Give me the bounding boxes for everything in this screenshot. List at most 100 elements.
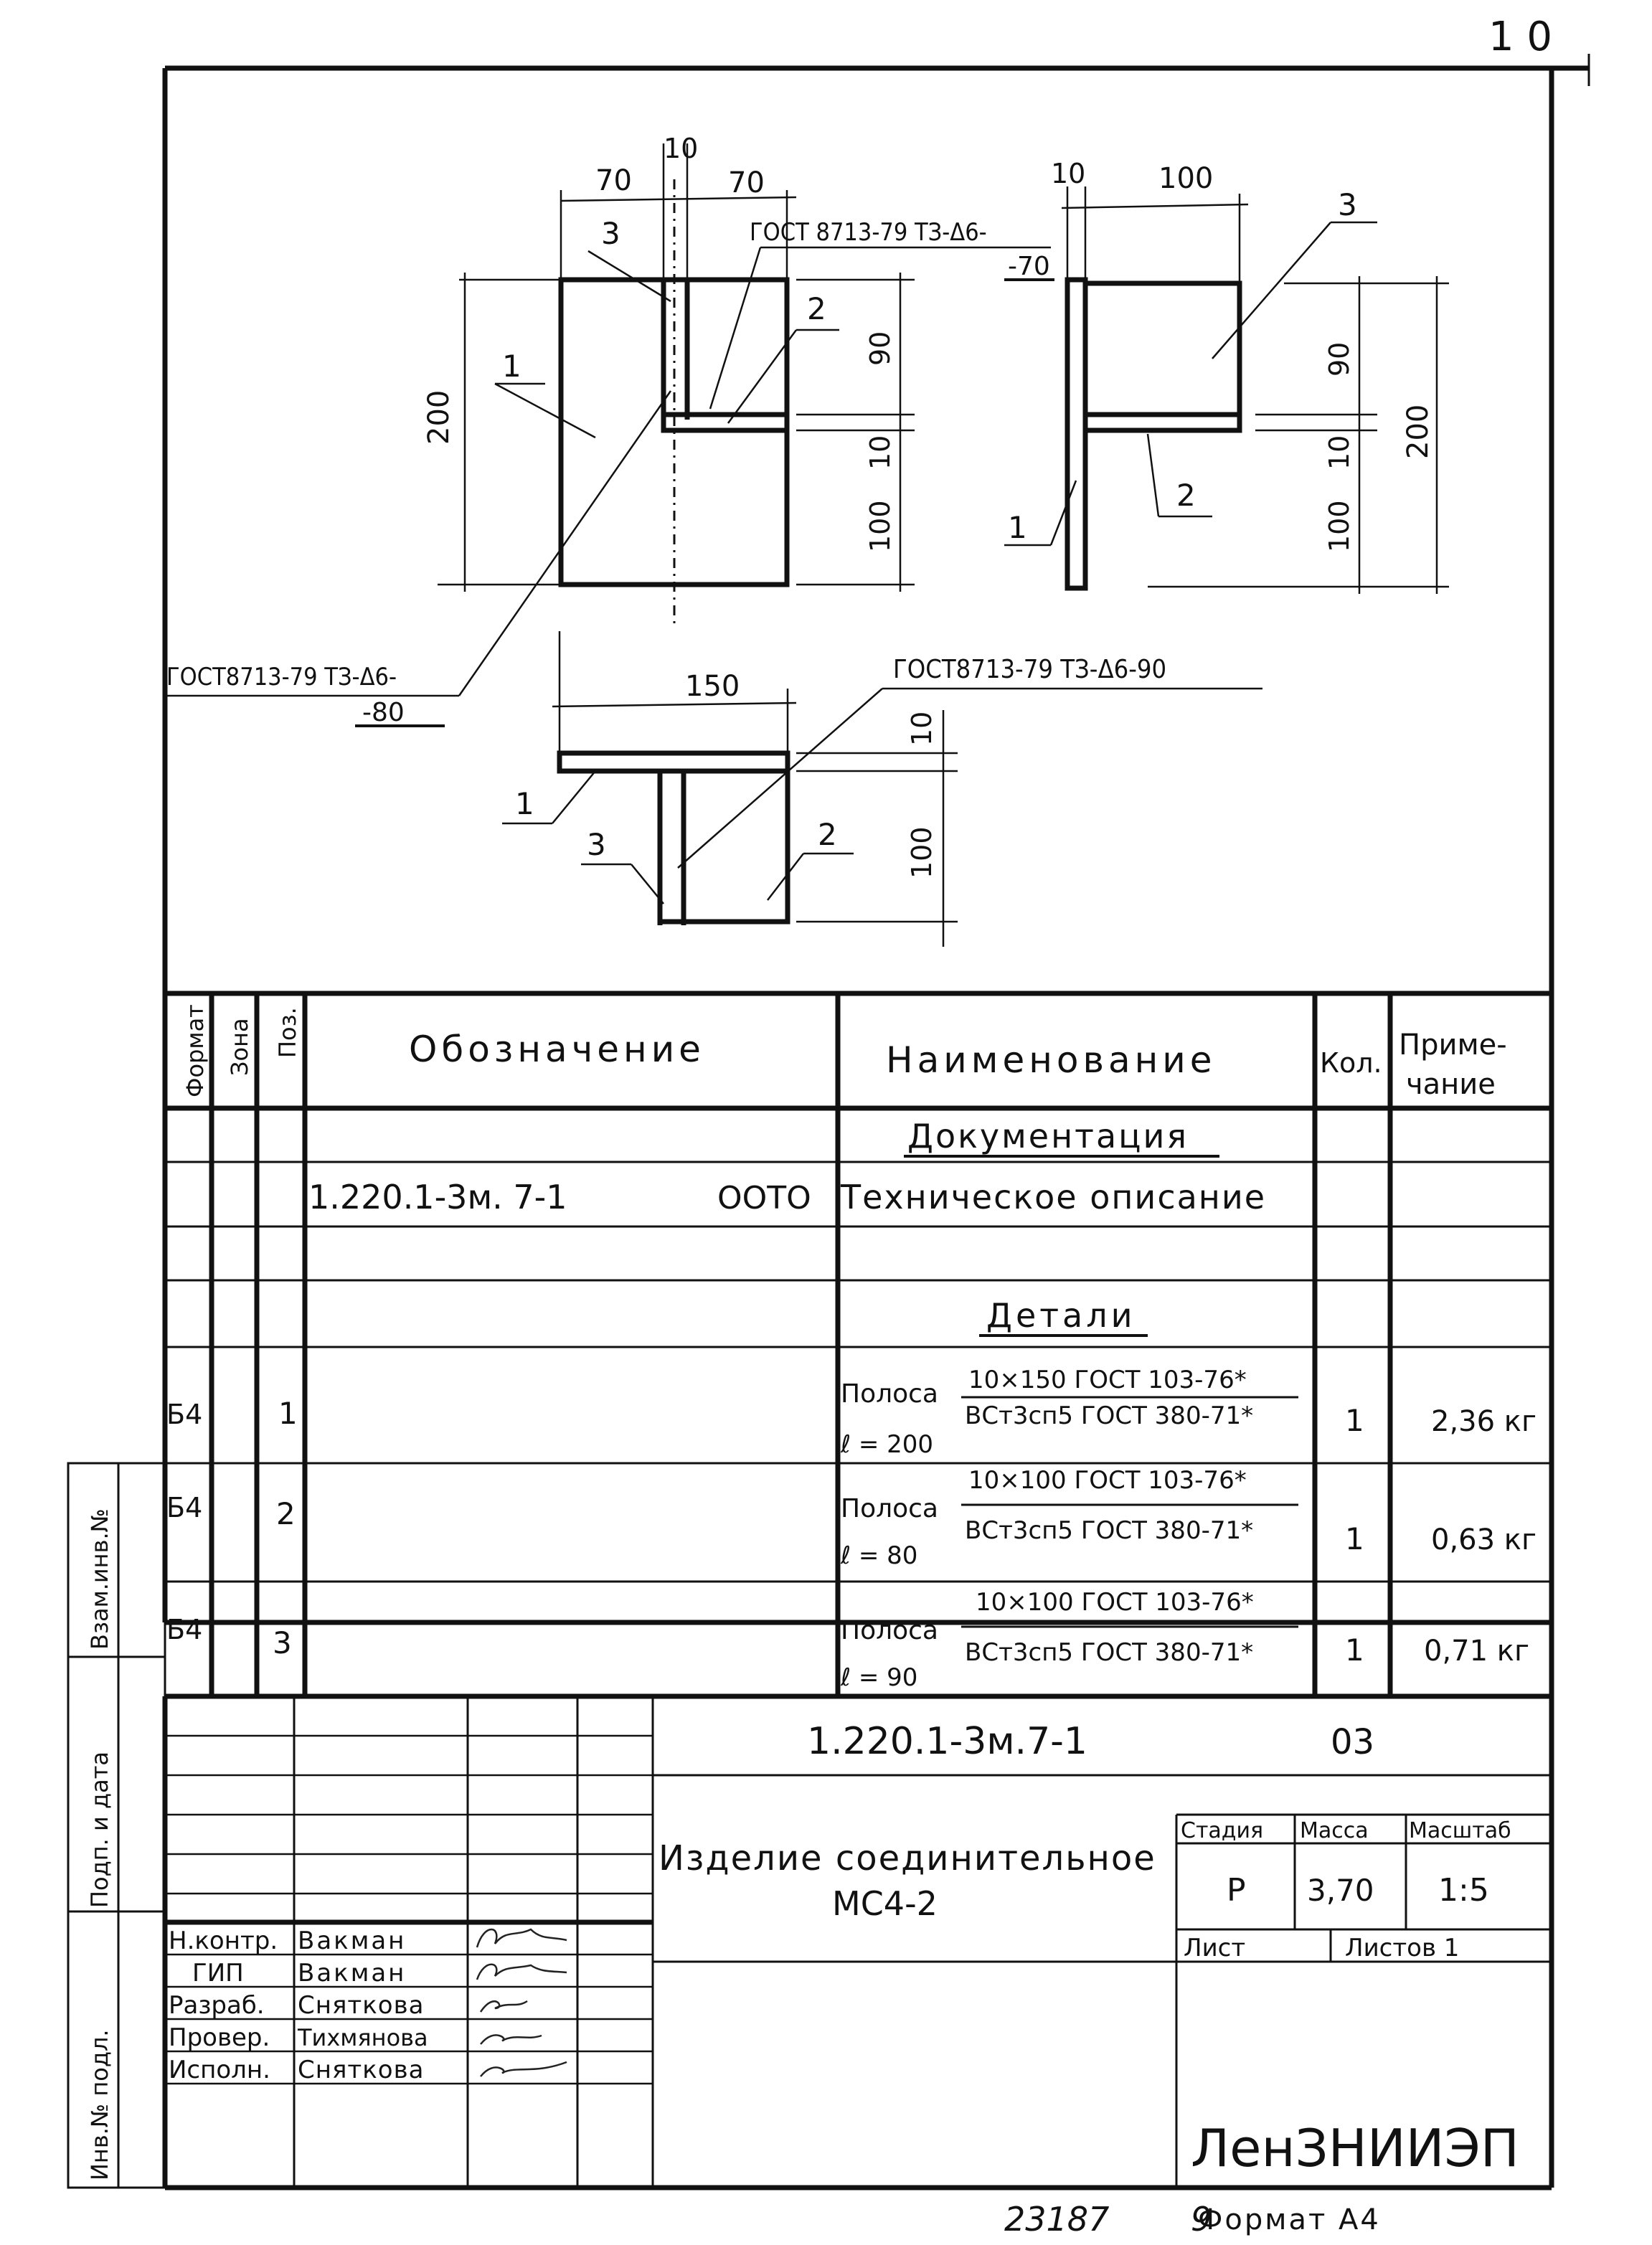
- mass-value: 3,70: [1307, 1873, 1374, 1908]
- row1-pos: 1: [278, 1396, 298, 1431]
- plan-pos-3: 3: [587, 827, 606, 862]
- sig-role-5: Исполн.: [169, 2056, 270, 2084]
- spec-table: Формат Зона Поз. Обозначение Наименовани…: [165, 991, 1552, 1699]
- row3-spec-top: 10×100 ГОСТ 103-76*: [976, 1588, 1254, 1617]
- plan-weld-note: ГОСТ8713-79 ТЗ-Δ6-90: [893, 655, 1166, 684]
- hdr-name: Наименование: [886, 1039, 1217, 1081]
- stamp-podp-data: Подп. и дата: [86, 1752, 113, 1908]
- title-sheet-code: 03: [1331, 1722, 1374, 1762]
- side-stamp: Инв.№ подл. Подп. и дата Взам.инв.№: [67, 1462, 166, 2189]
- row1-format: Б4: [166, 1399, 202, 1430]
- corner-fragment: 1 0: [1488, 14, 1552, 60]
- stamp-vzam-inv: Взам.инв.№: [86, 1508, 113, 1650]
- section-details: Детали: [986, 1296, 1136, 1335]
- section-documentation: Документация: [907, 1117, 1189, 1155]
- title-item-2: МС4-2: [832, 1884, 938, 1923]
- plan-dim-150: 150: [685, 670, 740, 703]
- page-number: 9: [1191, 2200, 1212, 2239]
- plan-view: 150 10 100 ГОСТ8713-79 ТЗ-Δ6-90 1 2 3: [502, 631, 1262, 947]
- row2-note: 0,63 кг: [1431, 1523, 1537, 1556]
- row3-qty: 1: [1345, 1632, 1364, 1668]
- plan-dim-10: 10: [906, 712, 938, 746]
- stamp-inv-podl: Инв.№ подл.: [86, 2029, 113, 2180]
- hdr-format: Формат: [181, 1004, 209, 1097]
- dim-height-200: 200: [423, 390, 456, 445]
- doc-name: Техническое описание: [840, 1178, 1266, 1216]
- weld-note-left-2: -80: [362, 698, 405, 727]
- row3-pos: 3: [273, 1625, 292, 1660]
- front-view: 70 10 70 200 90 10 100 1 2 3 ГОСТ 8713-7…: [165, 133, 1054, 727]
- side-plate-3: [1082, 280, 1242, 417]
- row2-spec-bottom: ВСт3сп5 ГОСТ 380-71*: [965, 1516, 1253, 1545]
- dim-right-100: 100: [864, 500, 896, 552]
- plan-pos-1: 1: [515, 786, 534, 821]
- side-pos-2: 2: [1176, 478, 1196, 513]
- row2-length: ℓ = 80: [840, 1541, 917, 1570]
- title-item-1: Изделие соединительное: [659, 1838, 1156, 1878]
- side-plate-1: [1065, 277, 1088, 591]
- plan-dim-100: 100: [906, 826, 938, 879]
- front-plate-2: [661, 412, 790, 433]
- sheets-label: Листов 1: [1345, 1934, 1459, 1962]
- dim-right-10: 10: [864, 435, 896, 470]
- side-dim-10: 10: [1051, 158, 1085, 189]
- hdr-qty: Кол.: [1320, 1047, 1382, 1079]
- mass-label: Масса: [1300, 1818, 1369, 1843]
- sig-role-2: ГИП: [192, 1959, 244, 1988]
- sig-name-1: Вакман: [298, 1927, 406, 1955]
- format-label: Формат А4: [1198, 2203, 1381, 2236]
- weld-note-left: ГОСТ8713-79 ТЗ-Δ6-: [166, 663, 397, 691]
- side-dim-100: 100: [1158, 162, 1213, 195]
- row3-spec-bottom: ВСт3сп5 ГОСТ 380-71*: [965, 1638, 1253, 1667]
- row1-name: Полоса: [841, 1379, 938, 1409]
- front-pos-2: 2: [807, 291, 826, 326]
- sig-role-1: Н.контр.: [169, 1927, 278, 1955]
- organization-name: ЛенЗНИИЭП: [1191, 2118, 1519, 2178]
- dim-top-right: 70: [728, 166, 765, 199]
- stage-value: Р: [1227, 1872, 1246, 1909]
- side-dim-90: 90: [1323, 342, 1355, 377]
- sheet-label: Лист: [1184, 1934, 1245, 1962]
- weld-note-top-2: -70: [1008, 252, 1050, 281]
- row3-note: 0,71 кг: [1424, 1635, 1529, 1668]
- archive-number: 23187: [1004, 2200, 1109, 2239]
- title-doc-code: 1.220.1-3м.7-1: [807, 1720, 1087, 1763]
- row1-length: ℓ = 200: [840, 1430, 933, 1459]
- side-dim-100b: 100: [1323, 500, 1355, 552]
- row3-format: Б4: [166, 1614, 202, 1645]
- side-pos-1: 1: [1008, 510, 1027, 545]
- side-dim-200: 200: [1402, 405, 1435, 459]
- front-pos-3: 3: [601, 216, 620, 251]
- sheet-frame: [162, 65, 1589, 1625]
- sig-name-5: Сняткова: [298, 2056, 424, 2084]
- front-pos-1: 1: [502, 349, 521, 384]
- stage-label: Стадия: [1181, 1818, 1263, 1843]
- plan-plate-1: [557, 750, 790, 774]
- row1-note: 2,36 кг: [1431, 1405, 1537, 1438]
- hdr-zone: Зона: [226, 1018, 253, 1076]
- row3-name: Полоса: [841, 1616, 938, 1645]
- side-dim-10b: 10: [1323, 435, 1355, 470]
- sig-name-2: Вакман: [298, 1959, 406, 1988]
- row2-name: Полоса: [841, 1494, 938, 1523]
- dim-right-90: 90: [864, 331, 896, 366]
- doc-code: ООТО: [717, 1180, 811, 1216]
- dim-top-left: 70: [595, 164, 632, 197]
- sig-name-4: Тихмянова: [297, 2024, 428, 2051]
- sig-role-3: Разраб.: [169, 1991, 265, 2020]
- spec-row-2: Б4 2 Полоса ℓ = 80 10×100 ГОСТ 103-76* В…: [166, 1466, 1537, 1570]
- row2-format: Б4: [166, 1492, 202, 1523]
- row1-qty: 1: [1345, 1403, 1364, 1438]
- hdr-pos: Поз.: [274, 1007, 301, 1058]
- side-pos-3: 3: [1338, 187, 1357, 222]
- footer: 23187 9: [1004, 2200, 1212, 2239]
- row1-spec-bottom: ВСт3сп5 ГОСТ 380-71*: [965, 1402, 1253, 1430]
- row2-spec-top: 10×100 ГОСТ 103-76*: [968, 1466, 1247, 1495]
- row3-length: ℓ = 90: [840, 1663, 917, 1692]
- side-plate-2: [1082, 412, 1242, 433]
- plan-pos-2: 2: [818, 817, 837, 852]
- handwritten-signatures: [476, 1928, 567, 2077]
- spec-row-3: Б4 3 Полоса ℓ = 90 10×100 ГОСТ 103-76* В…: [166, 1588, 1529, 1692]
- spec-row-1: Б4 1 Полоса ℓ = 200 10×150 ГОСТ 103-76* …: [166, 1366, 1537, 1459]
